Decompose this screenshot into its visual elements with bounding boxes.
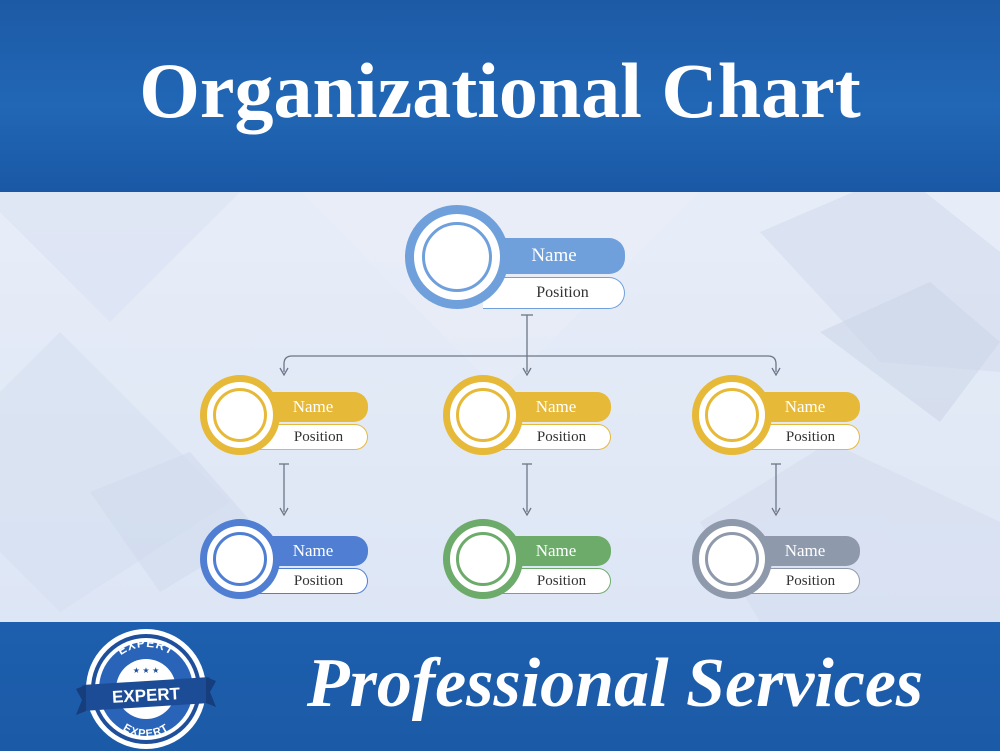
connector-horizontal [283,355,777,372]
svg-text:EXPERT: EXPERT [115,636,177,658]
org-node-level2-left: Name Position [200,375,370,457]
node-position: Position [258,568,368,594]
avatar-ring [692,375,772,455]
seal-bottom-text: EXPERT [121,722,170,740]
arrowhead-left [279,367,289,377]
avatar-placeholder [705,532,759,586]
node-position: Position [501,568,611,594]
seal-ribbon-text: EXPERT [112,684,182,707]
footer-banner: EXPERT EXPERT ★ ★ ★ EXPERT Professional … [0,622,1000,751]
avatar-placeholder [213,388,267,442]
arrowhead-center [522,367,532,377]
org-node-level3-center: Name Position [443,519,613,601]
footer-title: Professional Services [306,645,924,722]
avatar-ring [443,519,523,599]
avatar-ring [200,375,280,455]
seal-stars: ★ ★ ★ [133,666,160,675]
expert-seal-icon: EXPERT EXPERT ★ ★ ★ EXPERT [76,629,216,749]
node-name: Name [750,392,860,422]
avatar-ring [443,375,523,455]
connector-lines [279,314,781,517]
header-banner: Organizational Chart [0,0,1000,192]
org-node-level3-left: Name Position [200,519,370,601]
svg-text:EXPERT: EXPERT [121,722,171,740]
org-node-root: Name Position [405,205,625,315]
node-position: Position [750,568,860,594]
avatar-ring [405,205,509,309]
org-node-level2-right: Name Position [692,375,862,457]
avatar-placeholder [422,222,492,292]
avatar-ring [692,519,772,599]
node-position: Position [258,424,368,450]
avatar-placeholder [705,388,759,442]
seal-top-text: EXPERT [115,636,176,658]
avatar-placeholder [213,532,267,586]
node-position: Position [483,277,625,309]
avatar-placeholder [456,388,510,442]
page-title: Organizational Chart [139,47,861,134]
avatar-placeholder [456,532,510,586]
org-node-level2-center: Name Position [443,375,613,457]
avatar-ring [200,519,280,599]
arrowhead-right [771,367,781,377]
org-node-level3-right: Name Position [692,519,862,601]
